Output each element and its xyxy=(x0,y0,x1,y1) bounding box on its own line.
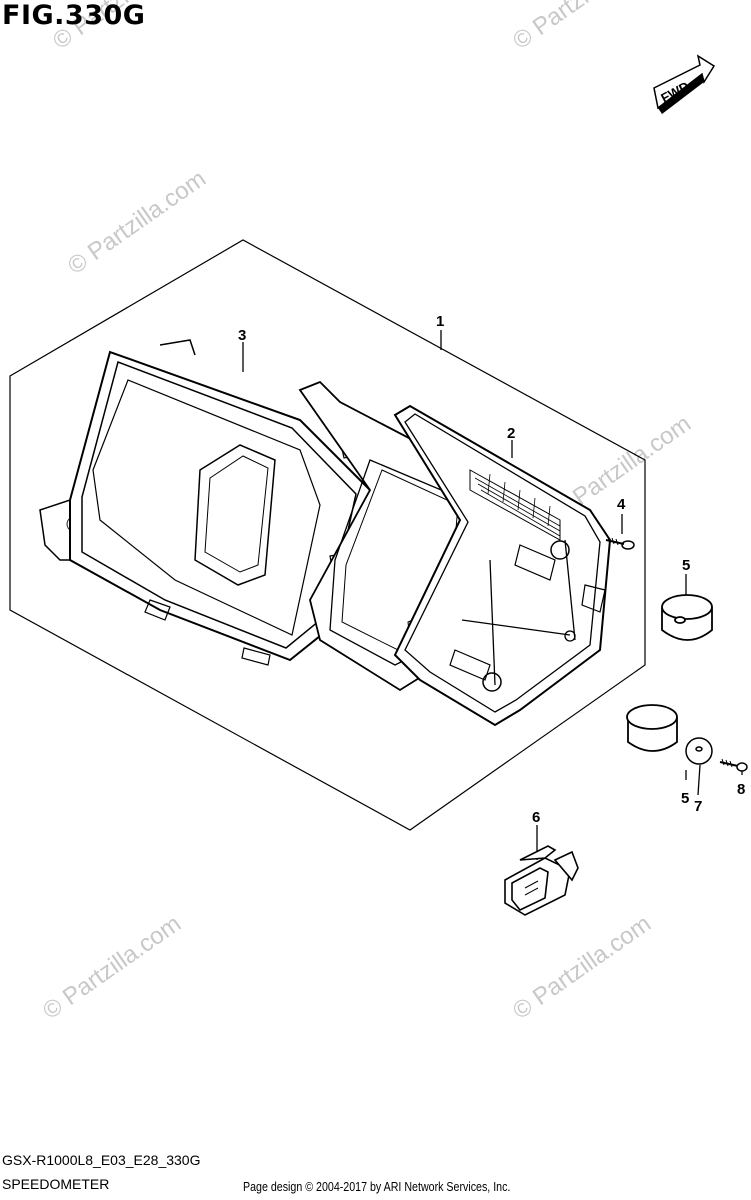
screw-part-4 xyxy=(605,536,635,550)
callout-2: 2 xyxy=(507,425,515,442)
fwd-arrow-icon: FWD xyxy=(653,54,716,114)
figure-code: GSX-R1000L8_E03_E28_330G xyxy=(2,1152,201,1168)
callout-1: 1 xyxy=(436,313,444,330)
screw-part-8 xyxy=(719,758,748,772)
figure-name: SPEEDOMETER xyxy=(2,1176,110,1192)
callout-5-bottom: 5 xyxy=(681,790,689,807)
callout-7: 7 xyxy=(694,798,702,815)
watermark: © Partzilla.com xyxy=(508,910,656,1025)
figure-title: FIG.330G xyxy=(2,0,146,31)
connector-part-6 xyxy=(504,845,579,916)
washer-part-7 xyxy=(685,737,713,765)
callout-labels: 1 2 3 4 5 5 6 7 8 xyxy=(238,313,745,826)
callout-4: 4 xyxy=(617,496,626,513)
callout-5-top: 5 xyxy=(682,557,690,574)
watermark: © Partzilla.com xyxy=(63,165,211,280)
callout-8: 8 xyxy=(737,781,745,798)
callout-6: 6 xyxy=(532,809,540,826)
grommet-part-5 xyxy=(661,594,713,641)
assembly-outline xyxy=(9,239,646,831)
grommet-part-5-lower xyxy=(626,704,678,752)
watermark: © Partzilla.com xyxy=(508,0,656,55)
callout-3: 3 xyxy=(238,327,246,344)
page-credit: Page design © 2004-2017 by ARI Network S… xyxy=(243,1179,511,1194)
rear-case-part-2 xyxy=(393,404,612,727)
watermark: © Partzilla.com xyxy=(38,910,186,1025)
